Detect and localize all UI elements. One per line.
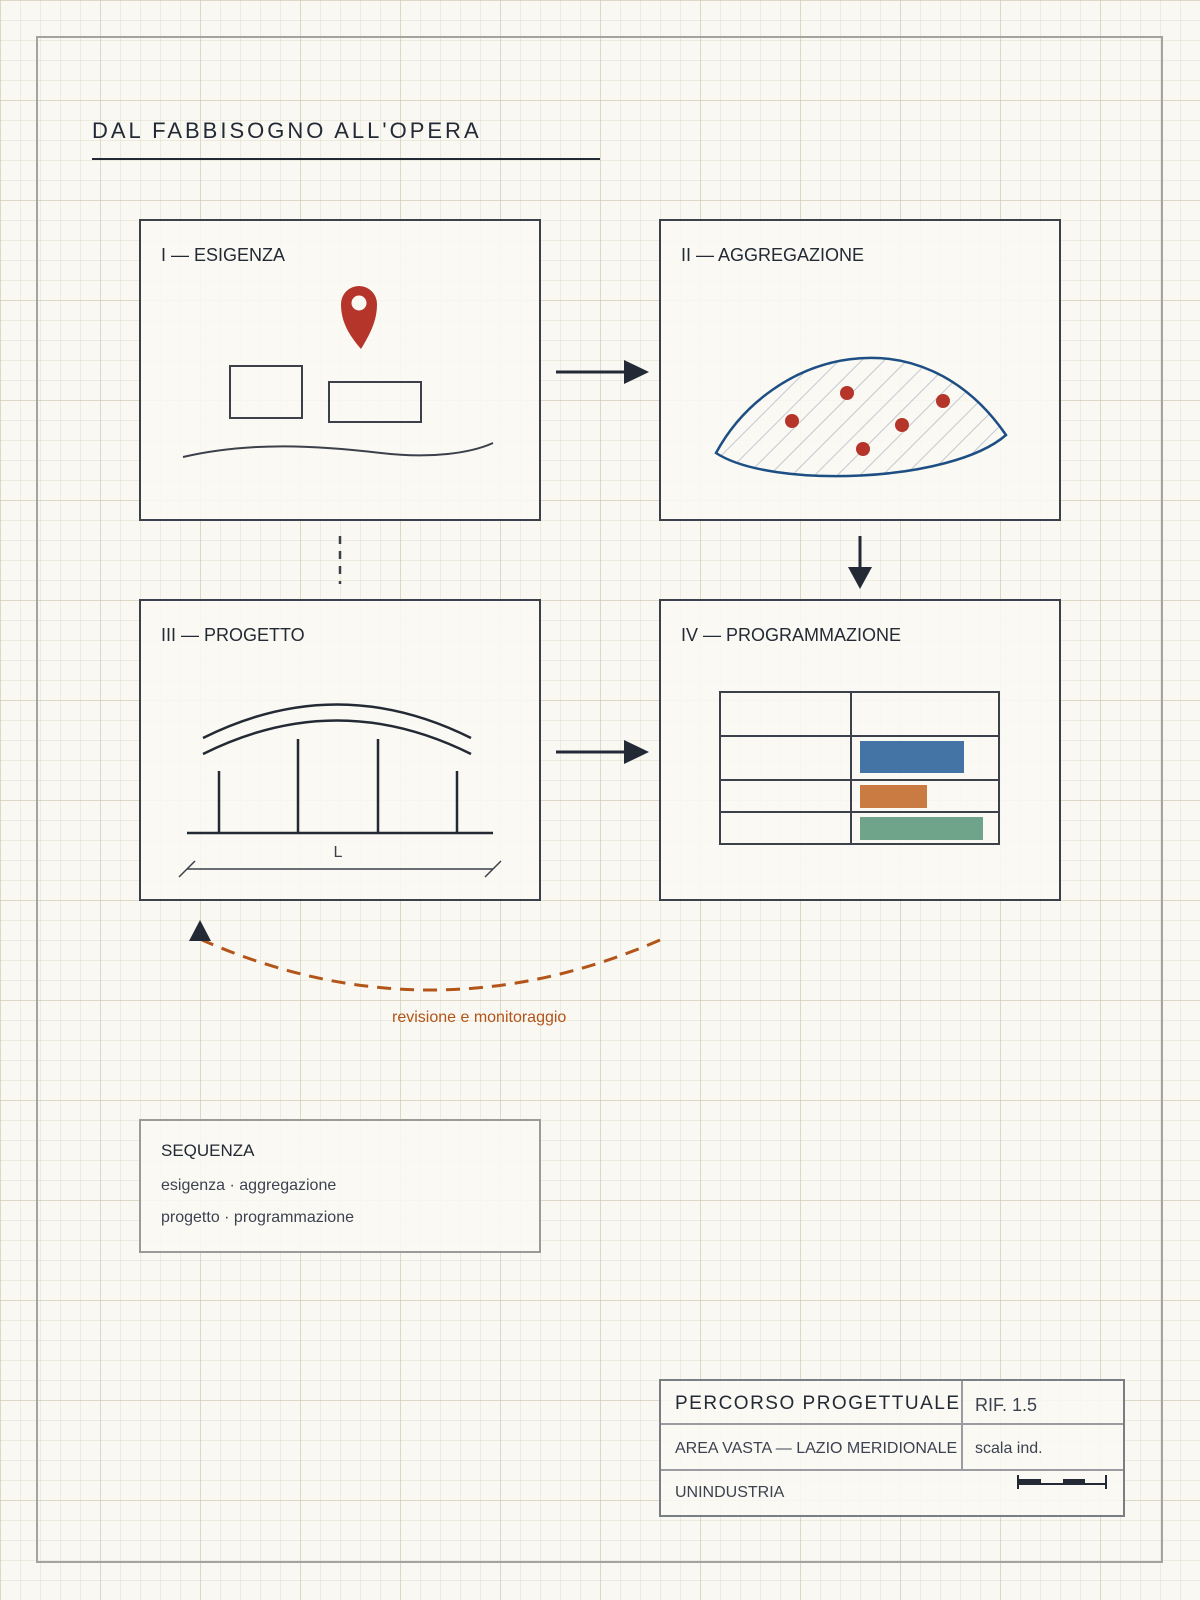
title-block-divider	[661, 1469, 1123, 1471]
step-label-aggregazione: II — AGGREGAZIONE	[681, 245, 865, 265]
project-name: PERCORSO PROGETTUALE	[675, 1393, 961, 1414]
title-block-divider	[661, 1423, 1123, 1425]
terrain-line-icon	[182, 442, 494, 458]
step-panel-aggregazione: II — AGGREGAZIONE	[659, 219, 1061, 521]
step-label-programmazione: IV — PROGRAMMAZIONE	[681, 625, 902, 645]
point-icon	[856, 442, 870, 456]
progetto-illustration: L	[178, 703, 502, 878]
organization-name: UNINDUSTRIA	[675, 1484, 785, 1501]
schedule-table-icon	[719, 691, 1000, 845]
step-panel-programmazione: IV — PROGRAMMAZIONE	[659, 599, 1061, 901]
scale-label: scala ind.	[975, 1440, 1043, 1457]
esigenza-illustration	[182, 286, 494, 458]
feedback-label: revisione e monitoraggio	[392, 1009, 567, 1026]
point-icon	[936, 394, 950, 408]
diagram-title: DAL FABBISOGNO ALL'OPERA	[92, 118, 482, 143]
point-icon	[895, 418, 909, 432]
step-label-esigenza: I — ESIGENZA	[161, 245, 286, 265]
hatched-area-icon	[714, 356, 1008, 478]
legend-line: progetto · programmazione	[161, 1209, 354, 1226]
legend-line: esigenza · aggregazione	[161, 1177, 337, 1194]
area-name: AREA VASTA — LAZIO MERIDIONALE	[675, 1440, 958, 1457]
building-icon	[229, 365, 303, 419]
schedule-bar-green	[860, 817, 983, 840]
dimension-label: L	[334, 844, 343, 861]
point-icon	[785, 414, 799, 428]
drawing-sheet-border	[36, 36, 1163, 1563]
legend-title: SEQUENZA	[161, 1141, 255, 1160]
dimension-line	[178, 860, 502, 878]
schedule-bar-orange	[860, 785, 927, 808]
step-panel-progetto: III — PROGETTO L	[139, 599, 541, 901]
step-panel-esigenza: I — ESIGENZA	[139, 219, 541, 521]
title-underline	[92, 158, 600, 160]
title-block-divider	[961, 1381, 963, 1471]
sequence-legend: SEQUENZA esigenza · aggregazione progett…	[139, 1119, 541, 1253]
map-pin-icon	[341, 286, 377, 349]
bridge-icon	[187, 703, 493, 835]
schedule-bar-blue	[860, 741, 964, 773]
point-icon	[840, 386, 854, 400]
programmazione-illustration	[719, 691, 1000, 845]
reference-number: RIF. 1.5	[975, 1395, 1038, 1415]
title-block: PERCORSO PROGETTUALE RIF. 1.5 AREA VASTA…	[659, 1379, 1125, 1517]
building-icon	[328, 381, 422, 423]
step-label-progetto: III — PROGETTO	[161, 625, 305, 645]
aggregazione-illustration	[714, 356, 1008, 478]
scale-bar-icon	[1017, 1475, 1107, 1489]
